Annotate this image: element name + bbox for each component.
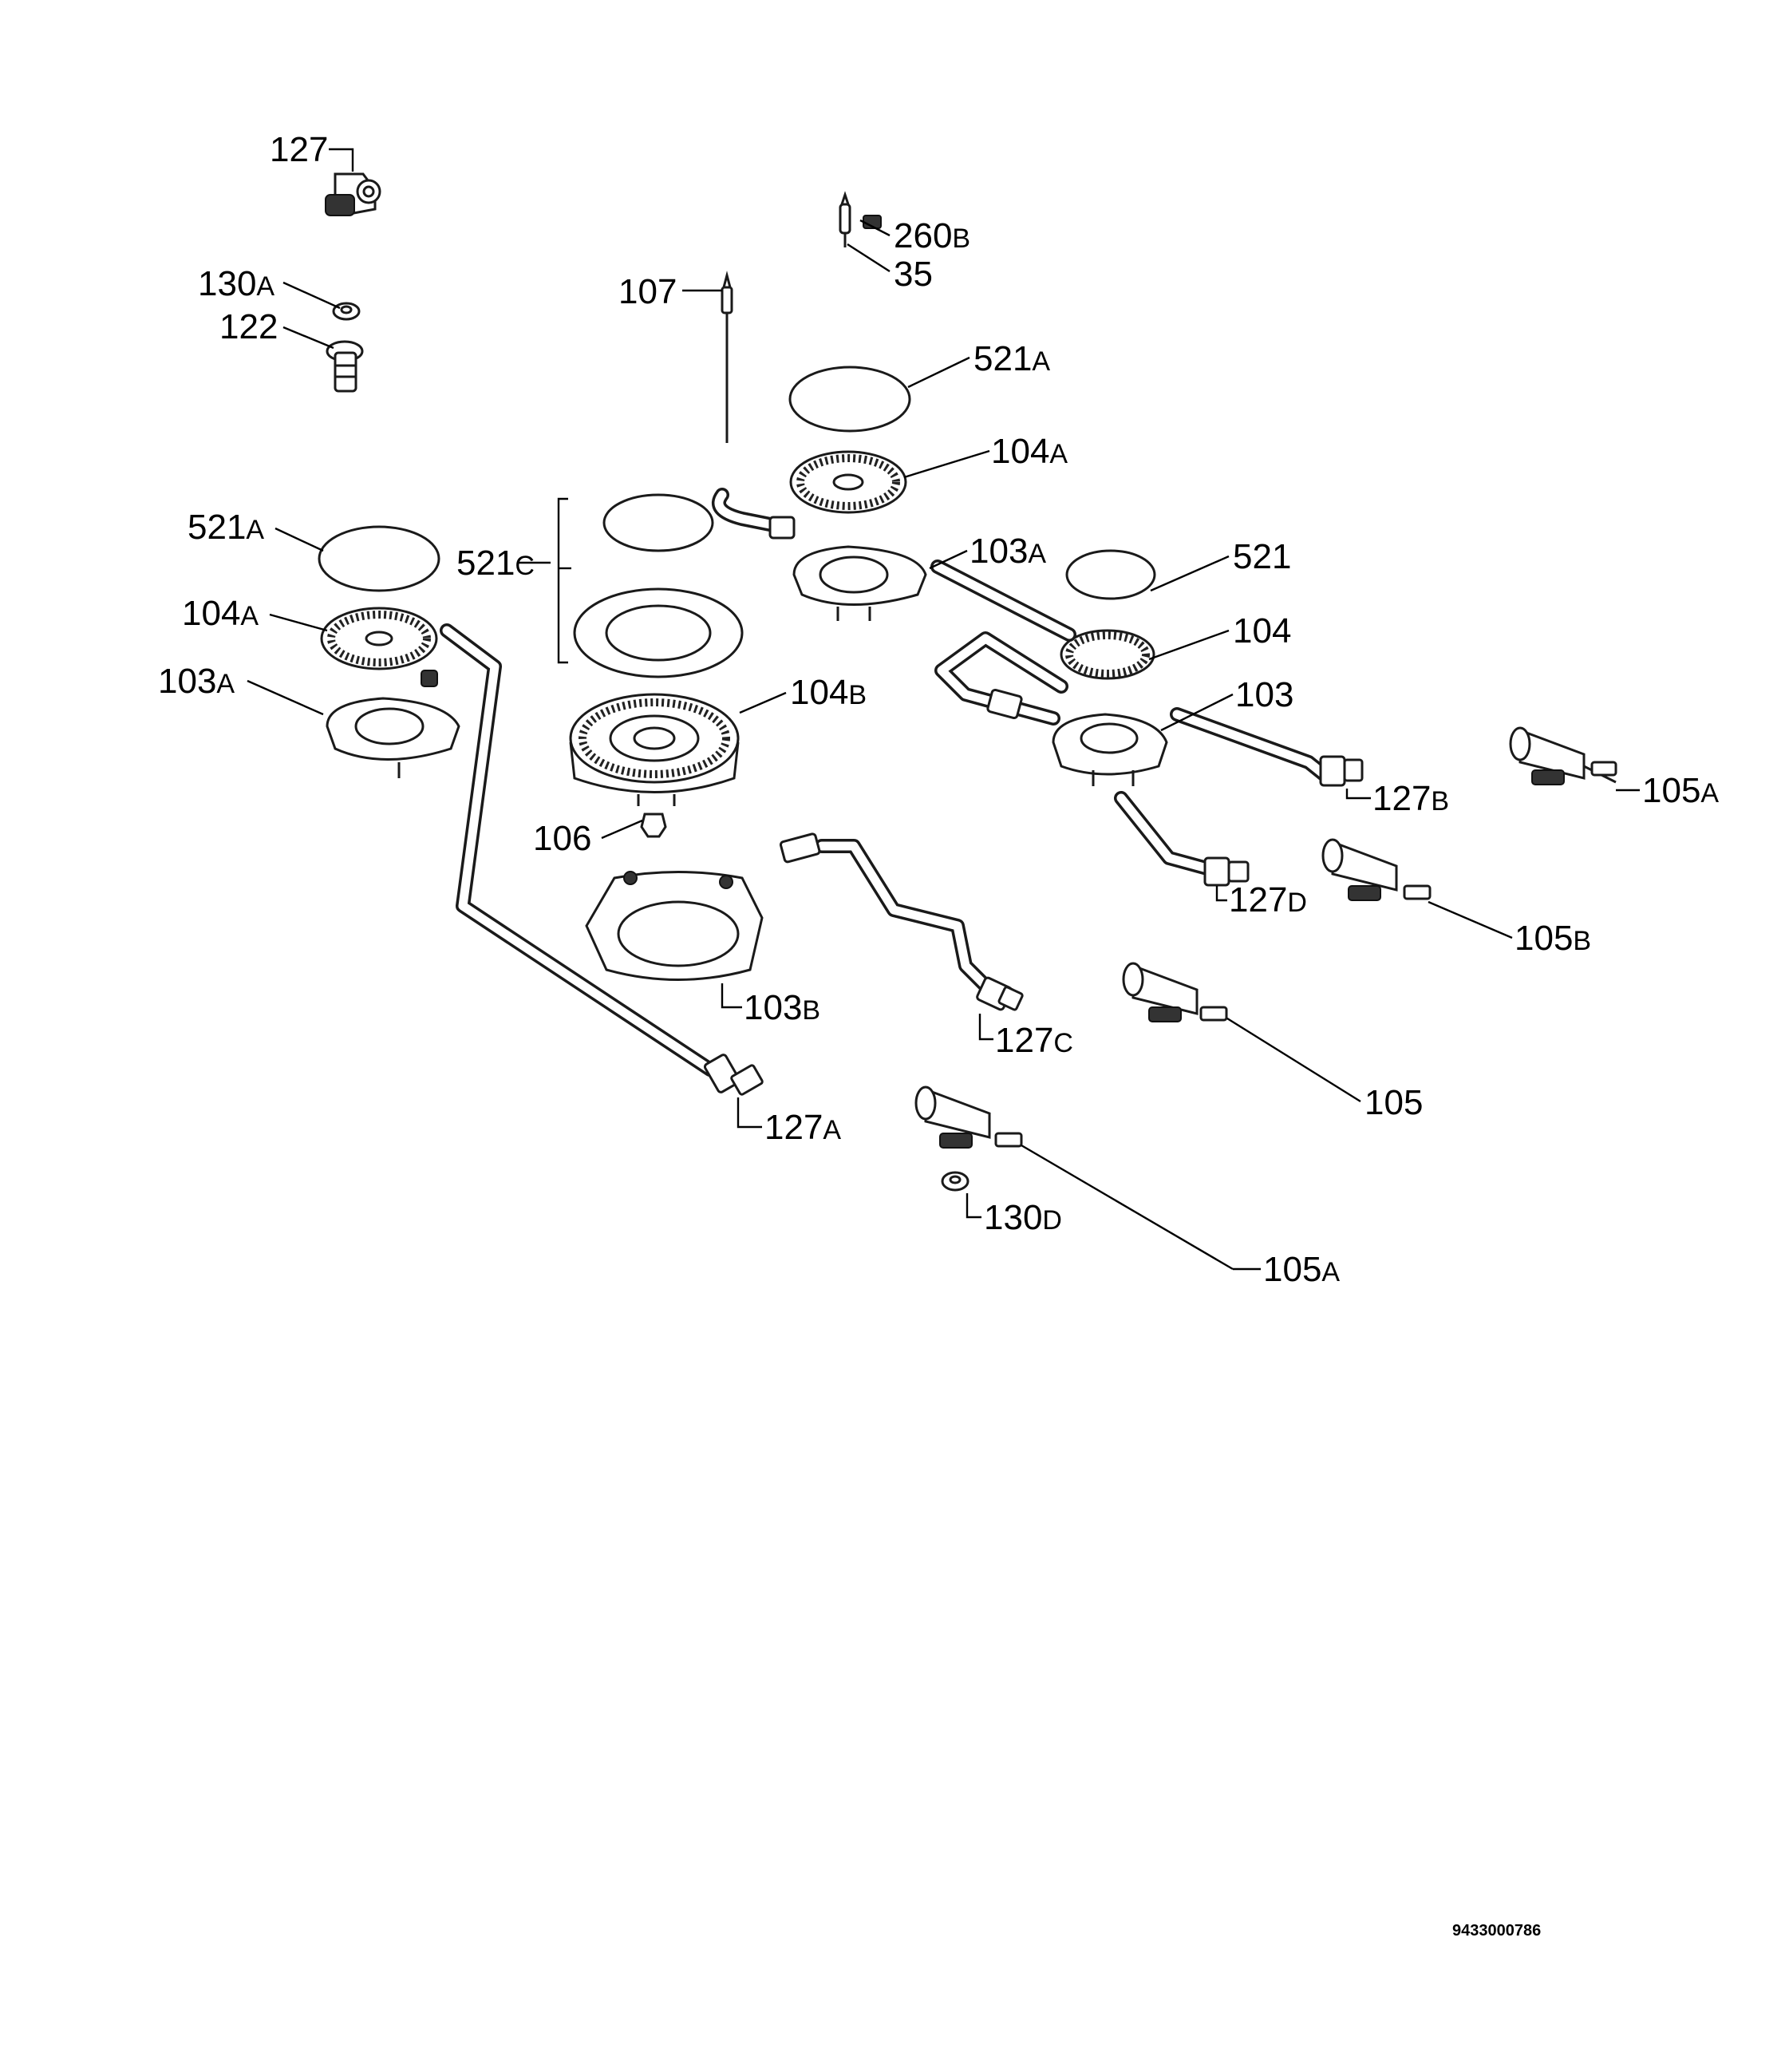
label-127: 127 — [270, 130, 328, 169]
label-103A-left: 103A — [158, 662, 235, 701]
part-feed-pipe-127D — [1114, 791, 1250, 887]
document-id: 9433000786 — [1452, 1922, 1541, 1940]
label-127A: 127A — [764, 1108, 841, 1147]
part-feed-pipe-127B — [1170, 707, 1364, 787]
label-104A-left: 104A — [182, 594, 259, 633]
label-105: 105 — [1364, 1083, 1423, 1122]
label-107: 107 — [618, 272, 677, 311]
label-521: 521 — [1233, 537, 1291, 576]
part-103A-burner-base-mid — [792, 545, 927, 621]
label-105B: 105B — [1515, 919, 1591, 958]
part-feed-pipe-mid-link — [930, 560, 1076, 642]
label-127C: 127C — [995, 1021, 1073, 1060]
label-122: 122 — [219, 307, 278, 346]
part-35-spark-plug — [839, 191, 851, 247]
part-105-gas-tap — [1122, 962, 1228, 1022]
part-106-injector — [640, 813, 667, 838]
label-105A-bottom: 105A — [1263, 1250, 1340, 1289]
label-127B: 127B — [1372, 779, 1449, 818]
label-104: 104 — [1233, 611, 1291, 650]
part-521A-burner-cap-top — [788, 366, 911, 433]
label-521A-top: 521A — [973, 339, 1050, 378]
part-104A-burner-crown-left — [320, 607, 438, 687]
part-130D-nut — [941, 1171, 970, 1192]
label-104B: 104B — [790, 673, 867, 712]
label-103A-mid: 103A — [970, 532, 1046, 571]
label-130A: 130A — [198, 264, 274, 303]
label-521A-left: 521A — [188, 508, 264, 547]
part-104A-burner-crown-top — [789, 450, 907, 514]
part-103A-burner-base-left — [326, 697, 460, 778]
label-260B: 260B — [894, 216, 970, 255]
label-127D: 127D — [1229, 880, 1307, 919]
part-105A-gas-tap-right — [1509, 726, 1617, 785]
part-104B-burner-crown-large — [569, 693, 740, 806]
part-521C-cap-set — [573, 493, 744, 678]
part-130A-nut — [332, 302, 361, 321]
part-103-burner-base — [1052, 713, 1168, 786]
part-104-burner-crown — [1060, 629, 1155, 680]
label-130D: 130D — [984, 1198, 1062, 1237]
part-521A-burner-cap-left — [318, 525, 440, 592]
part-feed-pipe-upper — [712, 488, 796, 540]
part-feed-pipe-right-loop — [934, 631, 1068, 726]
part-feed-pipe-left-long — [440, 623, 764, 1096]
part-105A-gas-tap-bottom — [914, 1085, 1023, 1149]
part-103B-burner-base-large — [585, 871, 764, 981]
part-521-burner-cap — [1065, 549, 1156, 600]
part-127-elbow-fitting — [325, 172, 381, 216]
label-106: 106 — [533, 819, 591, 858]
label-103B: 103B — [744, 988, 820, 1027]
label-103: 103 — [1235, 675, 1293, 714]
part-122-adapter — [326, 340, 364, 393]
part-feed-pipe-center — [779, 832, 1024, 1011]
part-107-thermocouple — [721, 271, 733, 443]
part-105B-gas-tap — [1321, 838, 1432, 901]
label-521C: 521C — [456, 544, 535, 583]
part-labels: 127 260B 35 130A 107 122 521A 104A 521A … — [158, 130, 1719, 1289]
label-104A-top: 104A — [991, 432, 1068, 471]
label-105A-right: 105A — [1642, 771, 1719, 810]
label-35: 35 — [894, 255, 933, 294]
leader-lines — [247, 148, 1640, 1271]
